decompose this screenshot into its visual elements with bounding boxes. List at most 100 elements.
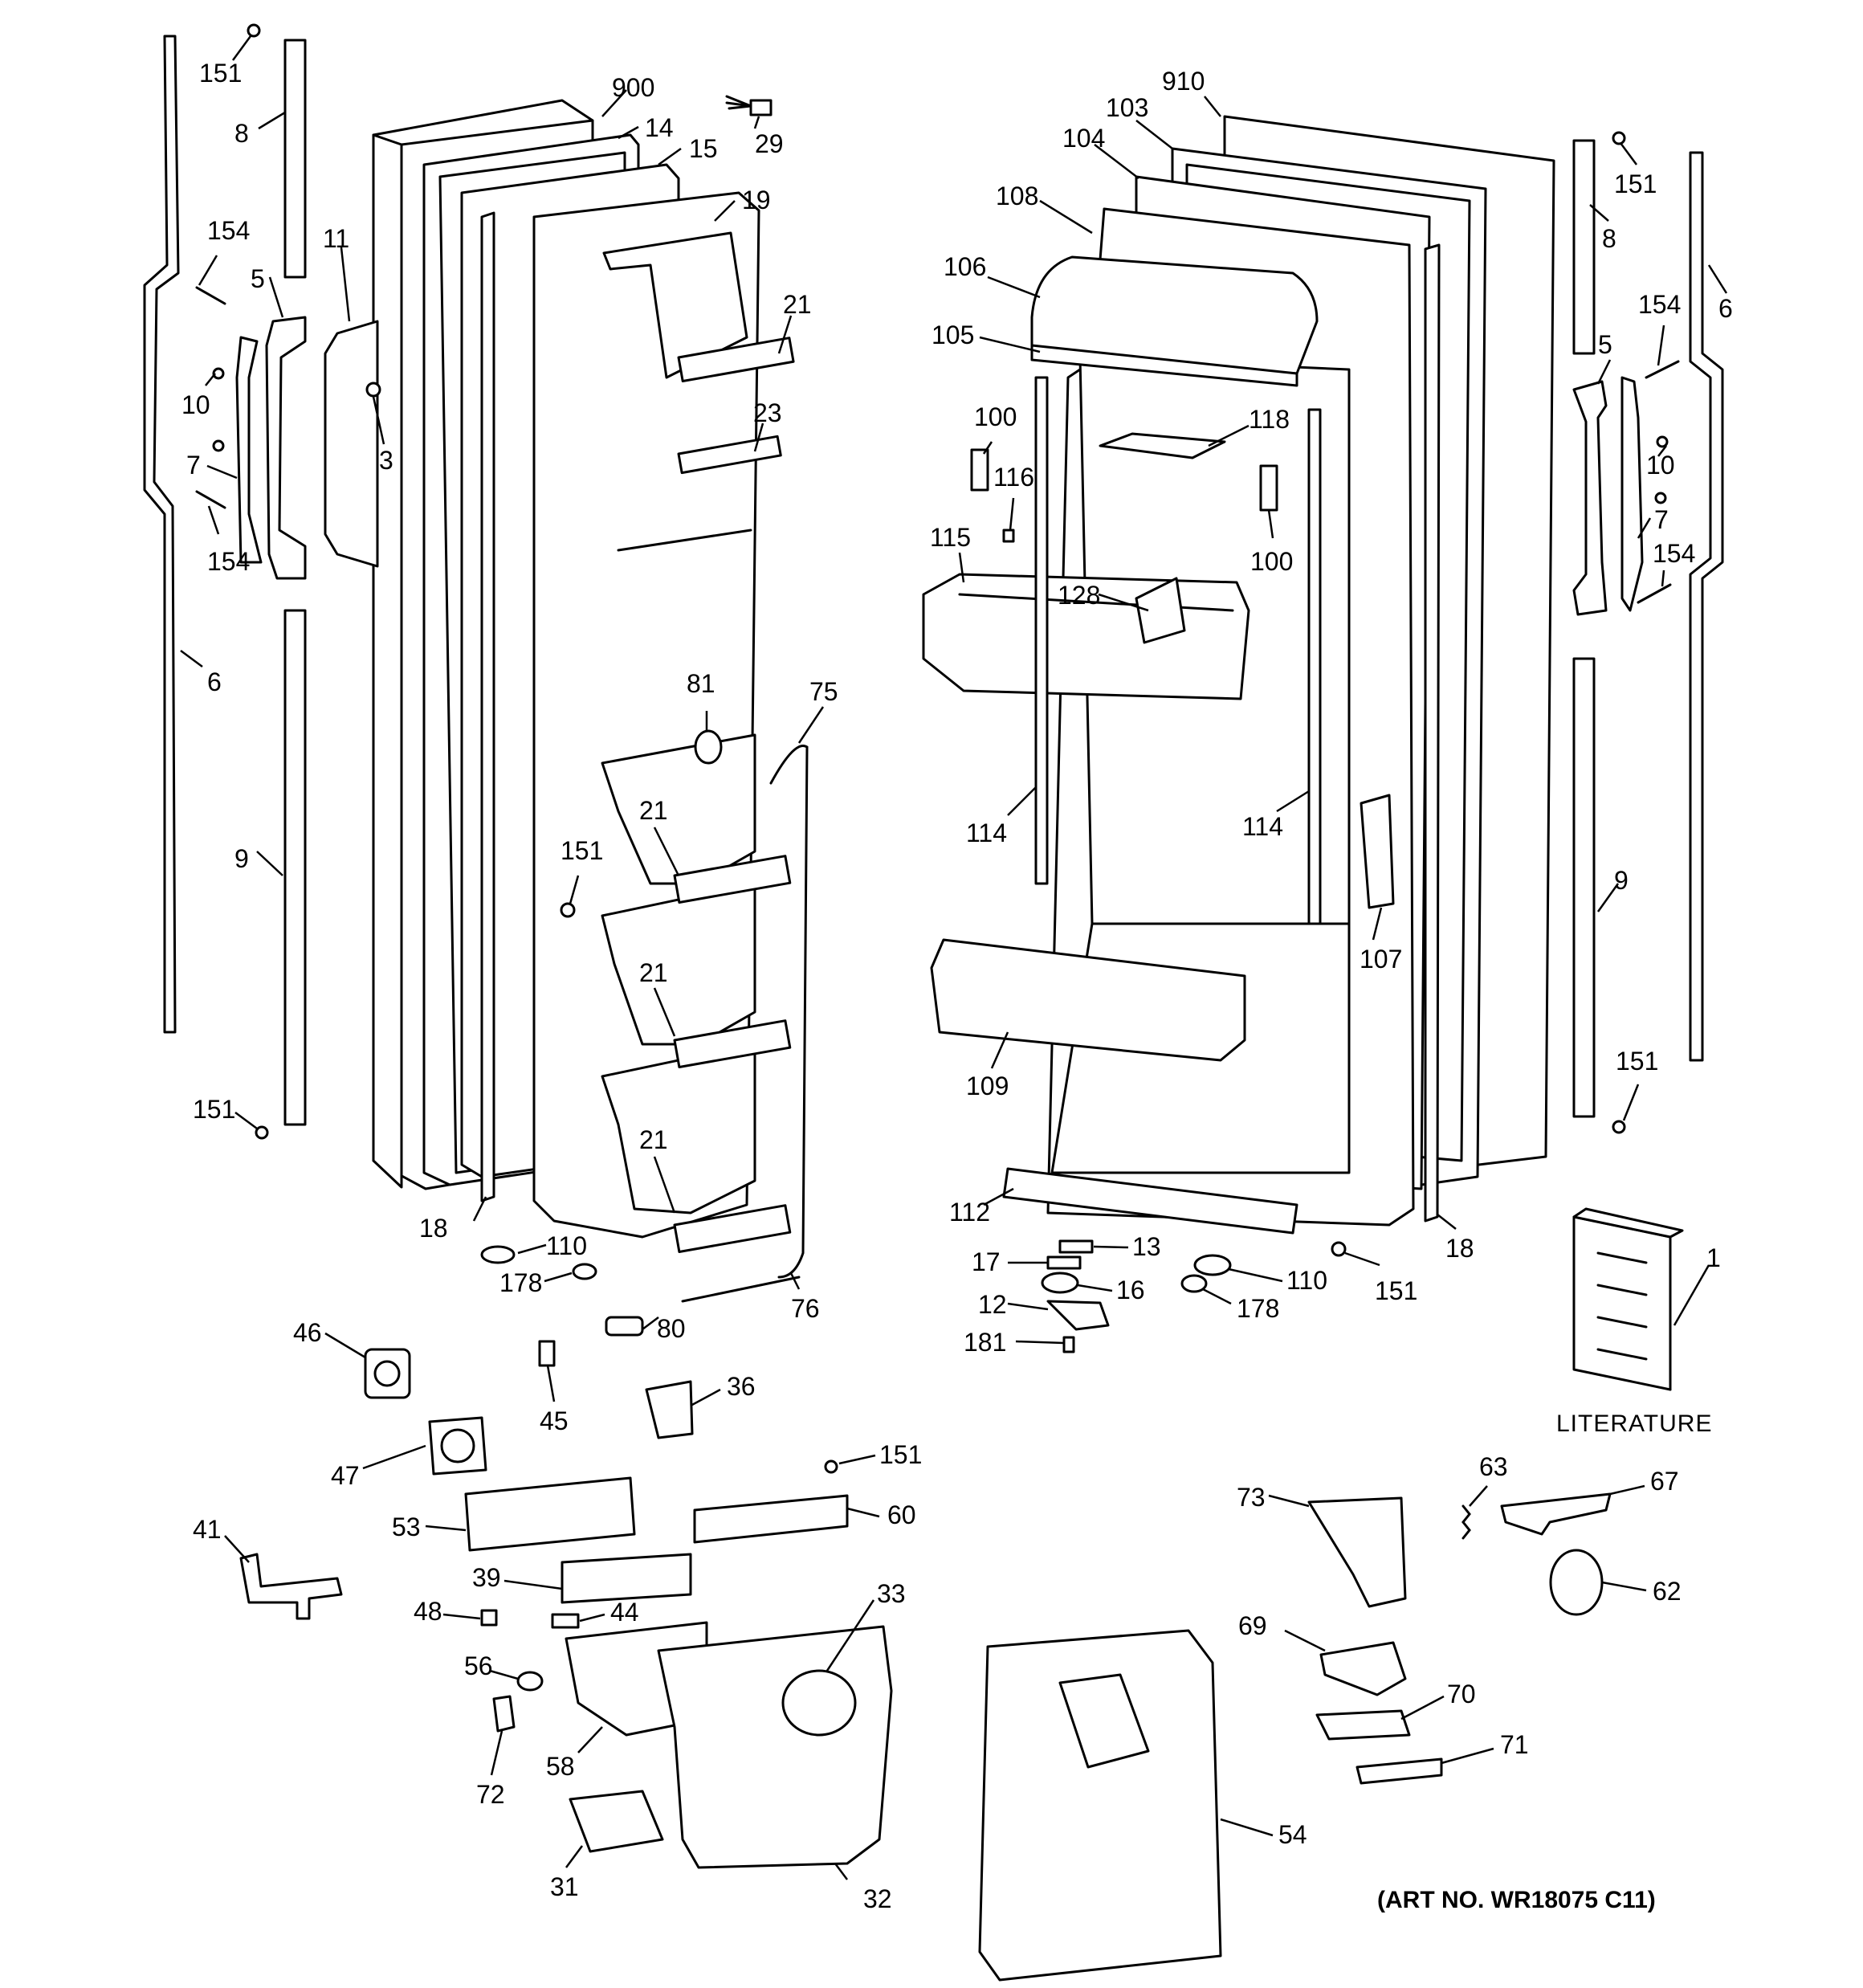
shelf-bin-115 — [922, 573, 1250, 700]
funnel-33 — [781, 1669, 857, 1737]
callout-9-left: 9 — [234, 844, 249, 873]
clip-116 — [1002, 529, 1015, 543]
freezer-handle-5-left — [265, 316, 307, 580]
bushing-110-right — [1193, 1254, 1232, 1276]
callout-23: 23 — [753, 398, 782, 427]
callout-11: 11 — [323, 224, 349, 253]
tube-76 — [681, 1276, 801, 1303]
callout-114-b: 114 — [1242, 812, 1283, 841]
callout-73: 73 — [1237, 1483, 1266, 1512]
callout-8-left: 8 — [234, 119, 249, 148]
fresh-food-trim-6 — [1689, 151, 1724, 1062]
freezer-shelf-21c — [673, 1019, 792, 1068]
callout-105: 105 — [932, 320, 974, 349]
freezer-handle-7-left — [235, 336, 263, 564]
callout-10-right: 10 — [1646, 451, 1675, 480]
callout-128: 128 — [1058, 581, 1100, 610]
callout-7-right: 7 — [1654, 505, 1669, 534]
screw-154-right-2 — [1637, 583, 1672, 604]
plug-3 — [365, 382, 381, 398]
ring-62 — [1549, 1549, 1604, 1616]
screw-151-mid-left — [560, 902, 576, 918]
freezer-trim-9-left — [283, 609, 307, 1126]
callout-12: 12 — [978, 1290, 1007, 1319]
dispenser-body-32 — [657, 1625, 893, 1869]
callout-112: 112 — [949, 1198, 990, 1227]
callout-53: 53 — [392, 1512, 421, 1541]
callout-72: 72 — [476, 1780, 505, 1809]
screw-151-right-bottom — [1331, 1241, 1347, 1257]
callout-151-right-trim: 151 — [1616, 1047, 1658, 1076]
callout-8-right: 8 — [1602, 224, 1616, 253]
callout-5-left: 5 — [251, 264, 265, 293]
shelf-ladder-114-left — [1034, 376, 1049, 885]
callout-109: 109 — [966, 1072, 1009, 1100]
callout-106: 106 — [944, 252, 986, 281]
bracket-60 — [693, 1494, 849, 1544]
callout-45: 45 — [540, 1406, 569, 1435]
callout-181: 181 — [964, 1328, 1006, 1357]
callout-21-b: 21 — [639, 796, 668, 825]
fresh-food-handle-and-trim — [1572, 131, 1724, 1134]
spring-63 — [1461, 1504, 1471, 1540]
freezer-shelf-21b — [673, 855, 792, 904]
freezer-trim-8-left — [283, 39, 307, 279]
callout-1: 1 — [1706, 1243, 1721, 1272]
bearing-178-right — [1180, 1274, 1208, 1293]
screw-181 — [1062, 1336, 1075, 1353]
dairy-rail-105 — [1030, 344, 1298, 387]
rod-71 — [1355, 1757, 1443, 1785]
freezer-door-strip-18 — [480, 211, 495, 1202]
screw-10-right-1 — [1656, 435, 1669, 448]
callout-69: 69 — [1238, 1611, 1267, 1640]
callout-900: 900 — [612, 73, 654, 102]
freezer-trim-6-left — [143, 35, 180, 1034]
callout-32: 32 — [863, 1884, 892, 1913]
screw-10-left-1 — [212, 367, 225, 380]
callout-178-right: 178 — [1237, 1294, 1279, 1323]
freezer-door-assembly — [372, 99, 809, 1303]
callout-14: 14 — [645, 113, 674, 142]
screw-151-dispenser — [824, 1459, 838, 1474]
callout-58: 58 — [546, 1752, 575, 1781]
drip-tray-31 — [569, 1790, 664, 1853]
freezer-shelf-21a — [677, 337, 795, 383]
callout-46: 46 — [293, 1318, 322, 1347]
callout-100-a: 100 — [974, 402, 1017, 431]
freezer-button-81 — [694, 729, 723, 765]
callout-9-right: 9 — [1614, 866, 1629, 895]
callout-103: 103 — [1106, 93, 1148, 122]
freezer-shelf-23 — [677, 435, 782, 475]
callout-54: 54 — [1278, 1820, 1307, 1849]
callout-63: 63 — [1479, 1452, 1508, 1481]
callout-16: 16 — [1116, 1276, 1145, 1304]
actuator-56 — [516, 1671, 544, 1692]
callout-910: 910 — [1162, 67, 1205, 96]
callout-151-mid-left: 151 — [561, 836, 603, 865]
callout-19: 19 — [742, 186, 771, 214]
callout-36: 36 — [727, 1372, 756, 1401]
callout-154-left-1: 154 — [207, 216, 250, 245]
screw-151-right-trim — [1612, 1120, 1626, 1134]
callout-71: 71 — [1500, 1730, 1529, 1759]
hinge-spacer-17 — [1046, 1255, 1082, 1270]
callout-81: 81 — [687, 669, 715, 698]
board-39 — [561, 1553, 692, 1604]
freezer-handle-11 — [324, 320, 379, 568]
callout-48: 48 — [414, 1597, 442, 1626]
callout-labels: 151 8 900 14 15 29 19 154 5 11 10 3 7 15… — [181, 59, 1733, 1913]
freezer-bottom-hardware — [480, 1245, 644, 1337]
callout-151-bottom-left: 151 — [193, 1095, 235, 1124]
dispenser-parts — [239, 1340, 893, 1869]
screw-154-right-1 — [1645, 360, 1680, 379]
callout-39: 39 — [472, 1563, 501, 1592]
hinge-shim-13 — [1058, 1239, 1094, 1254]
screw-10-right-2 — [1654, 492, 1667, 504]
callout-104: 104 — [1062, 124, 1105, 153]
shelf-bin-109 — [930, 938, 1246, 1062]
shelf-ladder-114-right — [1307, 408, 1322, 925]
callout-151-dispenser: 151 — [879, 1440, 922, 1469]
callout-15: 15 — [689, 134, 718, 163]
callout-115: 115 — [930, 523, 971, 552]
callout-151-top-left: 151 — [199, 59, 242, 88]
